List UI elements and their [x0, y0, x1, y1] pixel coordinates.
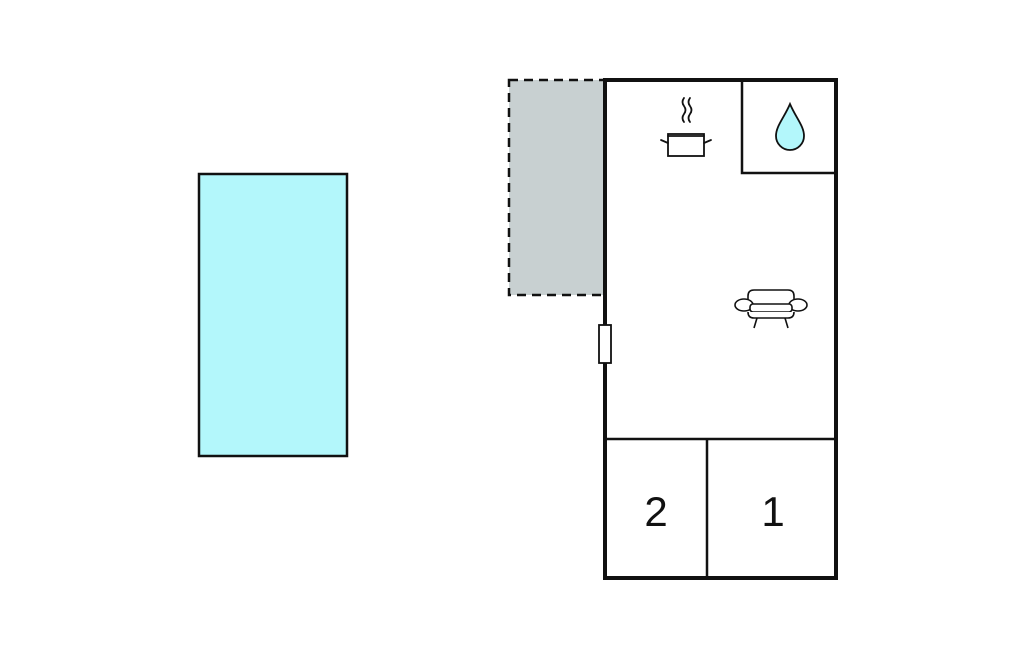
terrace-area — [507, 78, 607, 297]
bathroom-wall — [740, 80, 836, 175]
water-drop-icon — [775, 101, 805, 151]
house-outline — [603, 78, 838, 580]
door-icon — [598, 324, 612, 364]
cooking-pot-icon — [660, 97, 712, 157]
sofa-icon — [734, 289, 808, 329]
pool-area — [197, 172, 349, 458]
bedroom-2-label: 2 — [644, 488, 667, 535]
bedroom-1-label: 1 — [761, 488, 784, 535]
